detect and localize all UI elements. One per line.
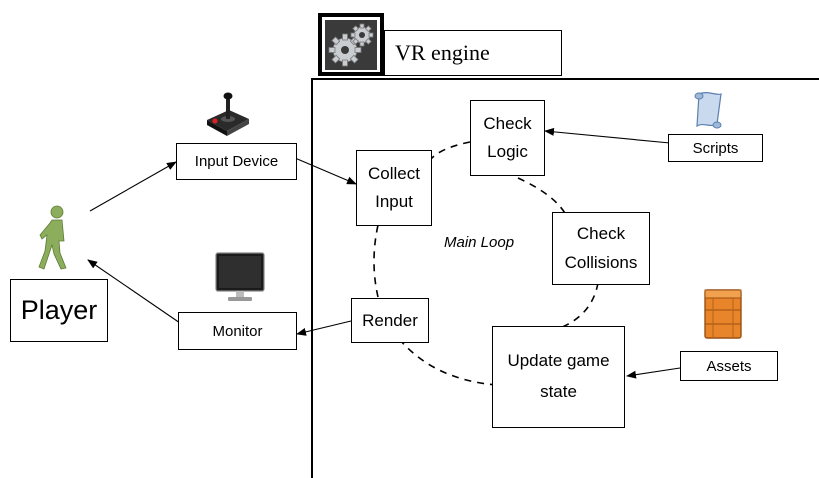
- arrow-assets-to-update: [626, 367, 681, 379]
- joystick-icon: [207, 92, 249, 136]
- engine-boundary: [311, 78, 819, 478]
- monitor-icon: [215, 252, 265, 301]
- step-check-collisions: Check Collisions: [552, 212, 650, 285]
- diagram-canvas: VR engine Player Input Device Monitor Sc…: [10, 13, 819, 478]
- step-check-logic: Check Logic: [470, 100, 545, 176]
- player-box: Player: [10, 279, 108, 342]
- arrow-render-to-monitor: [296, 320, 352, 336]
- arrow-monitor-to-player: [87, 259, 181, 324]
- engine-icon-box: [318, 13, 384, 76]
- step-check-logic-line2: Logic: [487, 142, 528, 161]
- connectors: [87, 127, 681, 386]
- step-update-state-line1: Update game: [507, 351, 610, 371]
- step-collect-input-line2: Input: [375, 192, 413, 211]
- step-update-state-line2: state: [540, 382, 577, 401]
- step-render: Render: [351, 298, 429, 343]
- engine-title: VR engine: [384, 30, 562, 76]
- crate-icon: [704, 289, 742, 339]
- scripts-box: Scripts: [668, 134, 763, 162]
- gears-icon: [325, 19, 377, 70]
- scroll-icon: [694, 91, 722, 129]
- arrow-input-device-to-collect: [294, 157, 357, 185]
- step-check-collisions-line1: Check: [576, 223, 626, 243]
- input-device-box: Input Device: [176, 143, 297, 180]
- step-collect-input: Collect Input: [356, 150, 432, 226]
- step-collect-input-line1: Collect: [368, 163, 420, 183]
- arrow-player-to-input-device: [89, 161, 177, 212]
- step-check-logic-line1: Check: [483, 113, 532, 133]
- loop-segment-render-collect: [373, 224, 379, 298]
- main-loop-label: Main Loop: [444, 234, 515, 251]
- walking-person-icon: [38, 205, 67, 270]
- loop-segment-collisions-update: [559, 282, 599, 329]
- assets-box: Assets: [680, 351, 778, 381]
- loop-segment-logic-collisions: [517, 177, 567, 216]
- loop-segment-update-render: [399, 339, 498, 386]
- monitor-box: Monitor: [178, 312, 297, 350]
- step-check-collisions-line2: Collisions: [564, 252, 638, 272]
- step-update-state: Update game state: [492, 326, 625, 428]
- arrow-scripts-to-logic: [544, 127, 671, 144]
